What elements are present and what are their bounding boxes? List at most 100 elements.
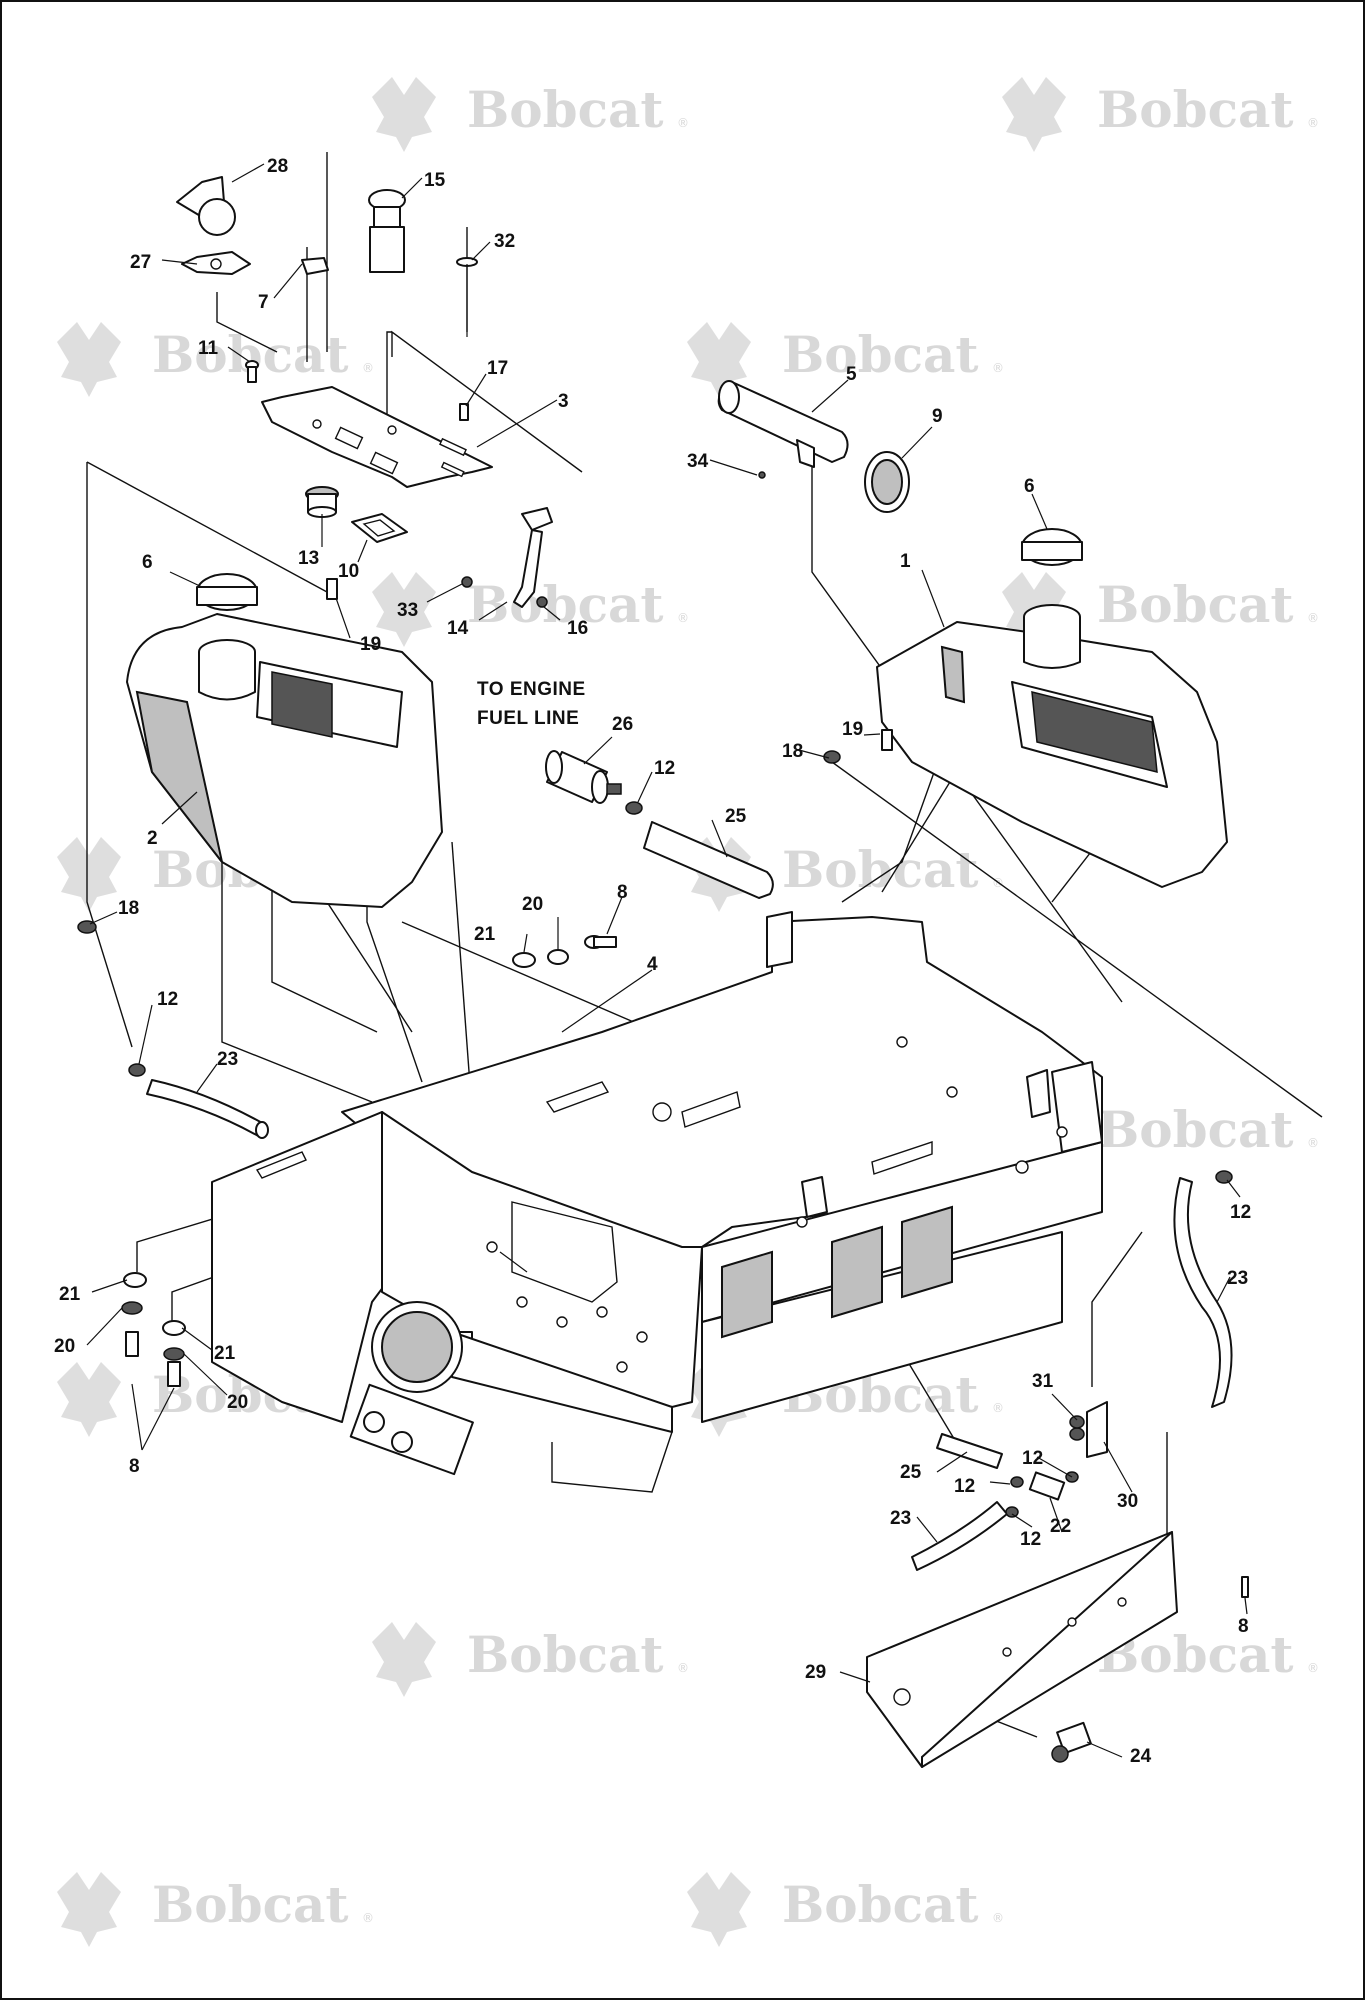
small-clip-17 xyxy=(459,403,469,421)
watermark-registered: ® xyxy=(362,1911,374,1925)
watermark-text: Bobcat xyxy=(467,575,664,634)
watermark: Bobcat ® xyxy=(57,1872,374,1947)
callout-25: 25 xyxy=(900,1462,922,1483)
callout-28: 28 xyxy=(267,156,288,177)
callout-18: 18 xyxy=(118,898,139,919)
callout-12: 12 xyxy=(954,1476,975,1497)
watermark-registered: ® xyxy=(1307,611,1319,625)
watermark-registered: ® xyxy=(992,1401,1004,1415)
watermark: Bobcat ® xyxy=(372,77,689,152)
bobcat-logo-icon xyxy=(372,1622,436,1697)
watermark-registered: ® xyxy=(992,361,1004,375)
callout-24: 24 xyxy=(1130,1746,1152,1767)
callout-13: 13 xyxy=(298,548,319,569)
bobcat-logo-icon xyxy=(372,572,436,647)
callout-4: 4 xyxy=(647,954,658,975)
hose-23-left xyxy=(146,1079,269,1139)
callout-30: 30 xyxy=(1117,1491,1138,1512)
hose-clamps xyxy=(128,801,1233,1518)
callout-18: 18 xyxy=(782,741,803,762)
watermark: Bobcat ® xyxy=(372,1622,689,1697)
note-line-1: TO ENGINE xyxy=(477,679,586,700)
callout-23: 23 xyxy=(217,1049,238,1070)
callout-27: 27 xyxy=(130,252,151,273)
watermark-text: Bobcat xyxy=(1097,575,1294,634)
callout-6: 6 xyxy=(142,552,153,573)
callout-12: 12 xyxy=(1230,1202,1251,1223)
callout-20: 20 xyxy=(227,1392,248,1413)
fuel-tank-right xyxy=(876,528,1228,888)
watermark-registered: ® xyxy=(1307,116,1319,130)
callout-23: 23 xyxy=(890,1508,911,1529)
watermark: Bobcat ® xyxy=(372,572,689,647)
fuel-fitting-22 xyxy=(1028,1401,1108,1501)
callout-26: 26 xyxy=(612,714,633,735)
callout-23: 23 xyxy=(1227,1268,1248,1289)
callout-20: 20 xyxy=(522,894,543,915)
watermark-registered: ® xyxy=(362,361,374,375)
watermark-registered: ® xyxy=(677,116,689,130)
callout-29: 29 xyxy=(805,1662,826,1683)
watermark-text: Bobcat xyxy=(467,1625,664,1684)
watermark-text: Bobcat xyxy=(782,840,979,899)
callout-7: 7 xyxy=(258,292,269,313)
hose-25-lower xyxy=(936,1433,1003,1469)
callout-6: 6 xyxy=(1024,476,1035,497)
bobcat-logo-icon xyxy=(372,77,436,152)
bobcat-logo-icon xyxy=(1002,77,1066,152)
callout-21: 21 xyxy=(59,1284,81,1305)
callout-leaders xyxy=(86,163,1248,1758)
key-and-ring xyxy=(176,176,251,275)
hose-23-lower xyxy=(911,1501,1008,1571)
callout-16: 16 xyxy=(567,618,588,639)
watermark: Bobcat ® xyxy=(687,1872,1004,1947)
callout-10: 10 xyxy=(338,561,359,582)
callout-5: 5 xyxy=(846,364,857,385)
callout-8: 8 xyxy=(129,1456,140,1477)
watermark-text: Bobcat xyxy=(467,80,664,139)
hose-23-right xyxy=(1173,1177,1233,1408)
push-button-switch xyxy=(368,189,406,273)
watermark-registered: ® xyxy=(1307,1136,1319,1150)
switch-bezel xyxy=(351,513,408,543)
throttle-lever xyxy=(513,507,553,608)
bottom-plate xyxy=(866,1531,1178,1768)
callout-9: 9 xyxy=(932,406,943,427)
drain-plug xyxy=(1051,1721,1092,1763)
note-line-2: FUEL LINE xyxy=(477,708,579,729)
callout-22: 22 xyxy=(1050,1516,1071,1537)
bobcat-logo-icon xyxy=(57,1872,121,1947)
callout-1: 1 xyxy=(900,551,911,572)
bobcat-logo-icon xyxy=(57,1362,121,1437)
callout-34: 34 xyxy=(687,451,709,472)
callout-labels: 28 15 32 27 7 11 17 3 13 10 33 14 16 19 … xyxy=(54,156,1251,1767)
vent-grille xyxy=(301,257,329,275)
watermark-registered: ® xyxy=(992,1911,1004,1925)
control-panel-plate xyxy=(261,386,493,488)
bobcat-logo-icon xyxy=(57,322,121,397)
callout-19: 19 xyxy=(360,634,381,655)
callout-12: 12 xyxy=(1022,1448,1043,1469)
hardware xyxy=(77,360,1249,1598)
watermark-text: Bobcat xyxy=(1097,80,1294,139)
watermark: Bobcat ® xyxy=(1002,77,1319,152)
watermark-text: Bobcat xyxy=(782,1875,979,1934)
callout-33: 33 xyxy=(397,600,418,621)
key-switch xyxy=(305,486,339,518)
cup-holder-tube xyxy=(717,380,849,468)
watermark-registered: ® xyxy=(677,1661,689,1675)
bobcat-logo-icon xyxy=(57,837,121,912)
callout-12: 12 xyxy=(1020,1529,1041,1550)
fuel-filter xyxy=(545,750,622,804)
watermark-registered: ® xyxy=(1307,1661,1319,1675)
bolt-32 xyxy=(456,257,478,337)
callout-31: 31 xyxy=(1032,1371,1054,1392)
callout-2: 2 xyxy=(147,828,158,849)
callout-15: 15 xyxy=(424,170,446,191)
callout-12: 12 xyxy=(157,989,178,1010)
callout-21: 21 xyxy=(474,924,496,945)
callout-20: 20 xyxy=(54,1336,75,1357)
callout-3: 3 xyxy=(558,391,569,412)
